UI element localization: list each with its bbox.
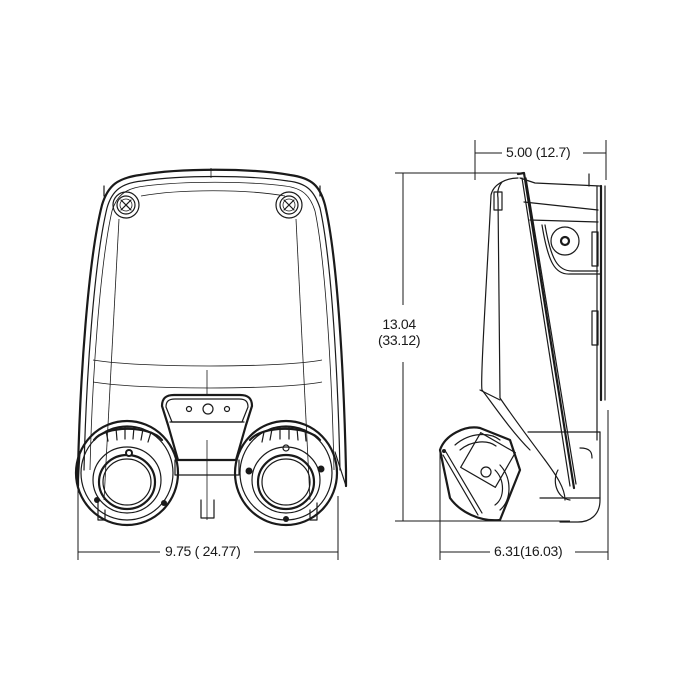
depth-bottom-dimension-label: 6.31(16.03)	[494, 543, 563, 559]
width-dimension-label: 9.75 ( 24.77)	[165, 543, 241, 559]
depth-top-dimension-label: 5.00 (12.7)	[506, 144, 571, 160]
height-dimension-label: 13.04 (33.12)	[378, 316, 421, 348]
lamp-head-right	[233, 419, 347, 527]
height-dimension-line	[395, 173, 570, 522]
front-view	[74, 168, 348, 560]
width-dimension-line	[77, 488, 339, 560]
housing-outline	[76, 168, 348, 488]
depth-top-dimension-line	[395, 140, 607, 180]
lamp-head-side	[438, 426, 522, 522]
test-button-icon	[202, 403, 214, 415]
height-dimension-cm: (33.12)	[378, 332, 421, 348]
led-right-icon	[223, 405, 231, 413]
indicator-panel	[160, 393, 254, 476]
lamp-head-left	[74, 419, 180, 527]
screw-top-right-icon	[275, 191, 303, 219]
screw-top-left-icon	[112, 191, 140, 219]
wall-plate	[588, 173, 606, 441]
led-left-icon	[185, 405, 193, 413]
side-view	[395, 140, 609, 560]
depth-bottom-dimension-line	[439, 410, 609, 560]
front-cover-edge	[516, 171, 576, 490]
mount-hole-icon	[550, 226, 580, 256]
pivot-screw-icon	[480, 466, 492, 478]
height-dimension-inches: 13.04	[382, 316, 416, 332]
